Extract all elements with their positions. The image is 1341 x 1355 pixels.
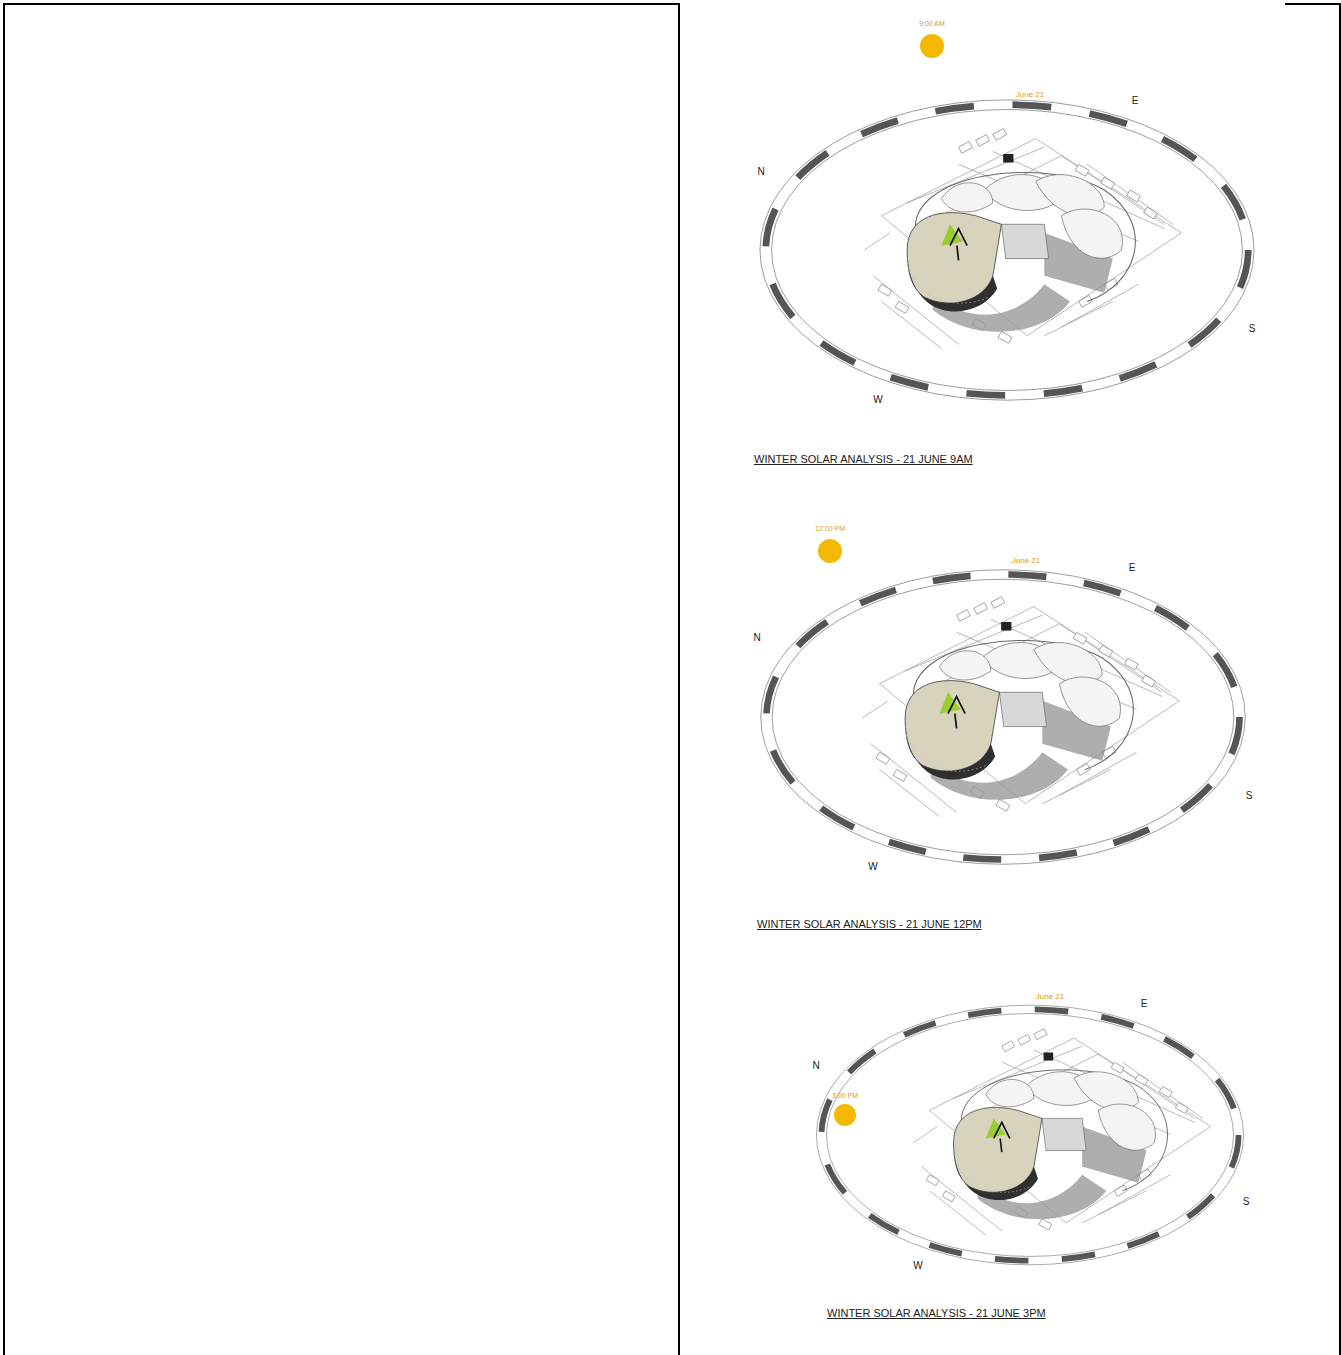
figure-caption: WINTER SOLAR ANALYSIS - 21 JUNE 12PM <box>757 918 982 930</box>
compass-letter: E <box>1132 95 1139 106</box>
compass-letter: N <box>753 632 760 643</box>
figure-caption: WINTER SOLAR ANALYSIS - 21 JUNE 3PM <box>827 1307 1046 1319</box>
figure-caption: WINTER SOLAR ANALYSIS - 21 JUNE 9AM <box>754 453 973 465</box>
sun-path-diagram <box>761 539 1246 864</box>
compass-letter: S <box>1249 323 1256 334</box>
compass-letter: W <box>913 1260 922 1271</box>
compass-letter: W <box>873 394 882 405</box>
compass-letter: N <box>757 166 764 177</box>
sun-path-diagram <box>816 1005 1243 1265</box>
time-label: 3:00 PM <box>832 1092 858 1100</box>
compass-letter: E <box>1141 998 1148 1009</box>
compass-letter: S <box>1243 1196 1250 1207</box>
time-label: 12:00 PM <box>815 525 845 533</box>
compass-letter: W <box>868 861 877 872</box>
date-label: June 21 <box>1012 557 1040 566</box>
compass-letter: S <box>1246 790 1253 801</box>
date-label: June 21 <box>1016 91 1044 100</box>
compass-letter: N <box>812 1060 819 1071</box>
sun-path-diagram <box>760 34 1254 400</box>
time-label: 9:00 AM <box>919 20 945 28</box>
date-label: June 21 <box>1036 993 1064 1002</box>
compass-letter: E <box>1129 562 1136 573</box>
table-border <box>3 3 1341 1355</box>
